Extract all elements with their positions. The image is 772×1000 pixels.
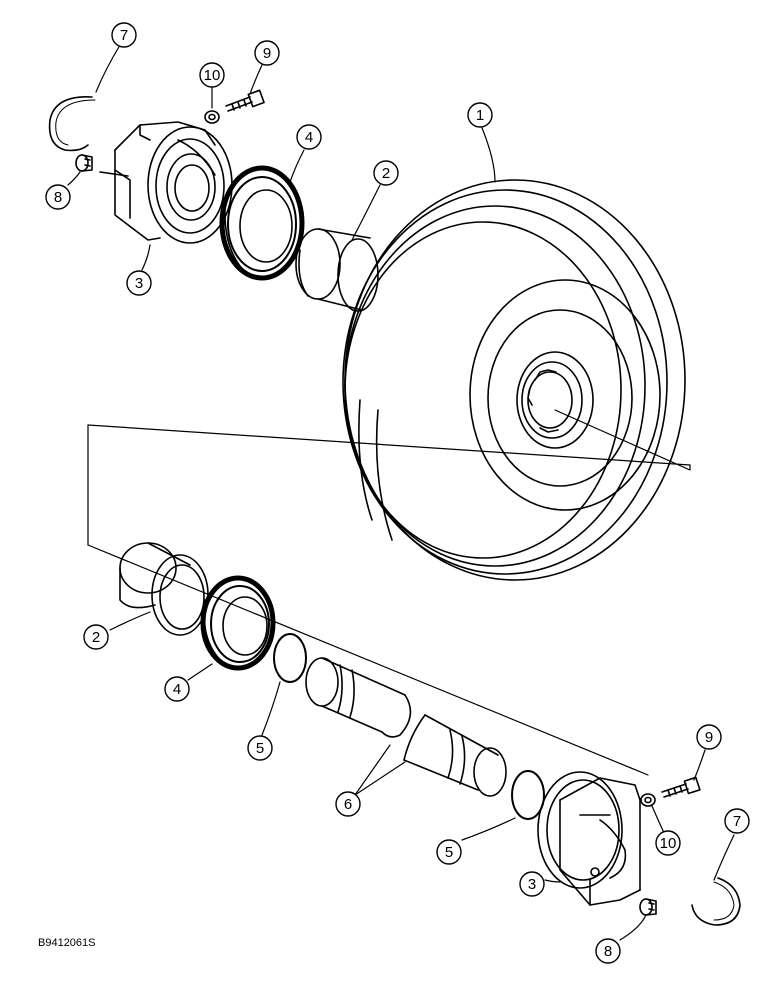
callout-9-bottom-label: 9 bbox=[705, 729, 713, 746]
callout-8-bottom-label: 8 bbox=[604, 943, 612, 960]
lower-o-ring-left bbox=[273, 633, 307, 683]
callout-2-bottom: 2 bbox=[83, 624, 109, 650]
callout-7-bottom: 7 bbox=[724, 808, 750, 834]
callout-5-left-label: 5 bbox=[256, 740, 264, 757]
lower-washer bbox=[640, 793, 656, 807]
lower-bolt bbox=[661, 776, 701, 798]
callout-10-bottom: 10 bbox=[655, 830, 681, 856]
callout-7-top: 7 bbox=[111, 22, 137, 48]
callout-10-top: 10 bbox=[199, 62, 225, 88]
callout-6-label: 6 bbox=[344, 796, 352, 813]
callout-8-top-label: 8 bbox=[54, 189, 62, 206]
upper-plug bbox=[75, 154, 93, 172]
callout-1-label: 1 bbox=[476, 107, 484, 124]
callout-9-top-label: 9 bbox=[263, 45, 271, 62]
figure-code: B9412061S bbox=[38, 937, 96, 949]
shaft-left-half bbox=[305, 657, 412, 738]
callout-1: 1 bbox=[467, 102, 493, 128]
callout-2-top: 2 bbox=[373, 160, 399, 186]
lower-plug bbox=[639, 898, 657, 916]
callout-3-top-label: 3 bbox=[135, 275, 143, 292]
callout-2-top-label: 2 bbox=[382, 165, 390, 182]
callout-9-bottom: 9 bbox=[696, 724, 722, 750]
callout-3-bottom-label: 3 bbox=[528, 876, 536, 893]
lower-retaining-ring bbox=[691, 877, 741, 926]
callout-10-bottom-label: 10 bbox=[660, 835, 677, 852]
callout-3-top: 3 bbox=[126, 270, 152, 296]
callout-3-bottom: 3 bbox=[519, 871, 545, 897]
callout-2-bottom-label: 2 bbox=[92, 629, 100, 646]
idler-wheel bbox=[342, 179, 686, 581]
upper-seal bbox=[219, 165, 305, 281]
assembly-axis-lines bbox=[87, 409, 691, 776]
lower-seal bbox=[200, 575, 276, 671]
callout-6: 6 bbox=[335, 791, 361, 817]
callout-7-top-label: 7 bbox=[120, 27, 128, 44]
lower-o-ring-right bbox=[511, 770, 545, 820]
lower-housing bbox=[537, 771, 641, 906]
callout-9-top: 9 bbox=[254, 40, 280, 66]
callout-7-bottom-label: 7 bbox=[733, 813, 741, 830]
callout-4-top: 4 bbox=[296, 124, 322, 150]
upper-housing bbox=[99, 121, 233, 244]
callout-8-bottom: 8 bbox=[595, 938, 621, 964]
callout-4-bottom-label: 4 bbox=[173, 681, 181, 698]
callout-10-top-label: 10 bbox=[204, 67, 221, 84]
upper-bolt bbox=[225, 89, 265, 112]
callout-5-right-label: 5 bbox=[445, 844, 453, 861]
callout-4-bottom: 4 bbox=[164, 676, 190, 702]
callout-4-top-label: 4 bbox=[305, 129, 313, 146]
callout-8-top: 8 bbox=[45, 184, 71, 210]
leader-lines bbox=[67, 44, 735, 941]
callout-5-left: 5 bbox=[247, 735, 273, 761]
shaft-right-half bbox=[403, 714, 507, 797]
callouts: 7 10 9 4 1 2 8 3 bbox=[45, 22, 750, 964]
upper-retaining-ring bbox=[48, 96, 93, 152]
lower-bushing bbox=[119, 542, 209, 636]
callout-5-right: 5 bbox=[436, 839, 462, 865]
upper-bushing bbox=[295, 228, 379, 312]
upper-washer bbox=[204, 110, 220, 124]
